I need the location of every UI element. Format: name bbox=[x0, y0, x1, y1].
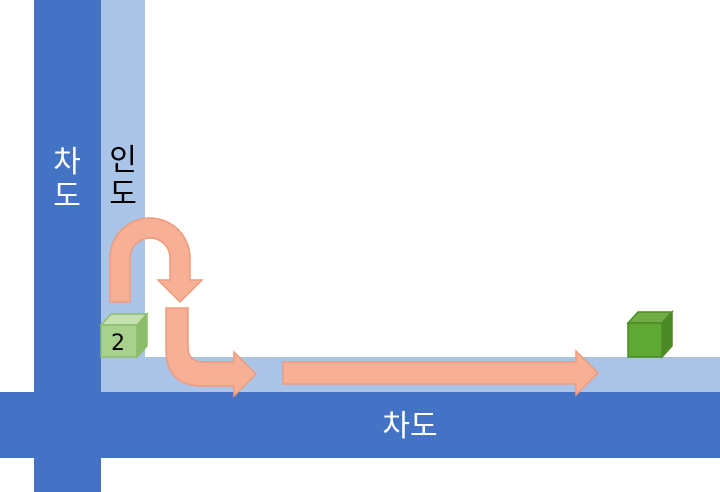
start-marker-label: 2 bbox=[111, 331, 125, 356]
vertical-road-label-2: 도 bbox=[53, 179, 81, 214]
vertical-sidewalk-label-1: 인 bbox=[109, 143, 137, 178]
straight-arrow bbox=[282, 349, 600, 397]
vertical-sidewalk-label-2: 도 bbox=[109, 177, 137, 212]
corner-turn-arrow bbox=[165, 307, 258, 398]
end-marker-cube bbox=[626, 310, 674, 359]
start-marker-cube: 2 bbox=[99, 312, 149, 359]
u-turn-arrow bbox=[109, 217, 204, 304]
vertical-road-label-1: 차 bbox=[53, 145, 81, 180]
horizontal-road bbox=[0, 392, 720, 458]
horizontal-road-label: 차도 bbox=[382, 409, 437, 444]
start-cube-front bbox=[100, 324, 138, 358]
end-cube-front bbox=[627, 322, 663, 358]
